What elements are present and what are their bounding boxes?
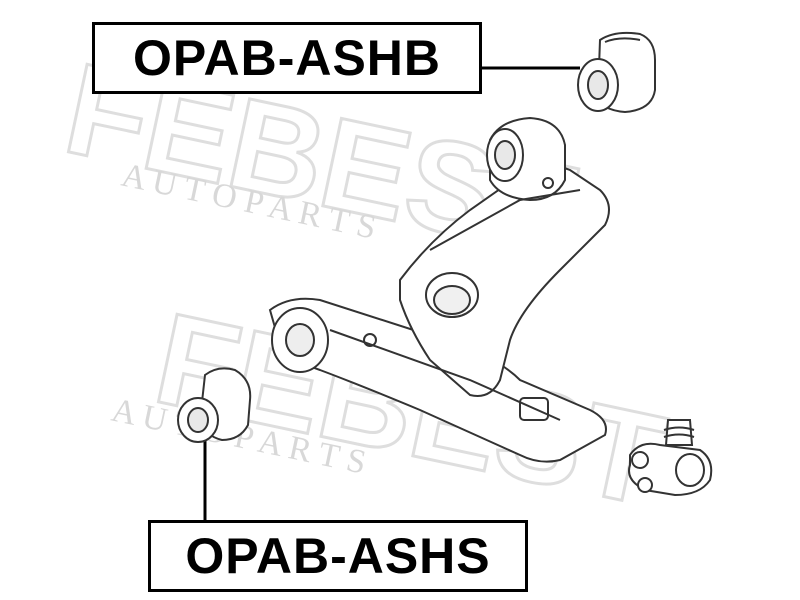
watermark-layer: FEBEST A U T O P A R T S FEBEST A U T O … bbox=[53, 33, 678, 535]
bushing-bottom-illustration bbox=[177, 367, 252, 443]
part-label-top: OPAB-ASHB bbox=[92, 22, 482, 94]
ball-joint-illustration bbox=[628, 419, 713, 497]
part-label-bottom: OPAB-ASHS bbox=[148, 520, 528, 592]
bushing-top-illustration bbox=[577, 31, 656, 114]
control-arm-illustration bbox=[268, 116, 610, 463]
